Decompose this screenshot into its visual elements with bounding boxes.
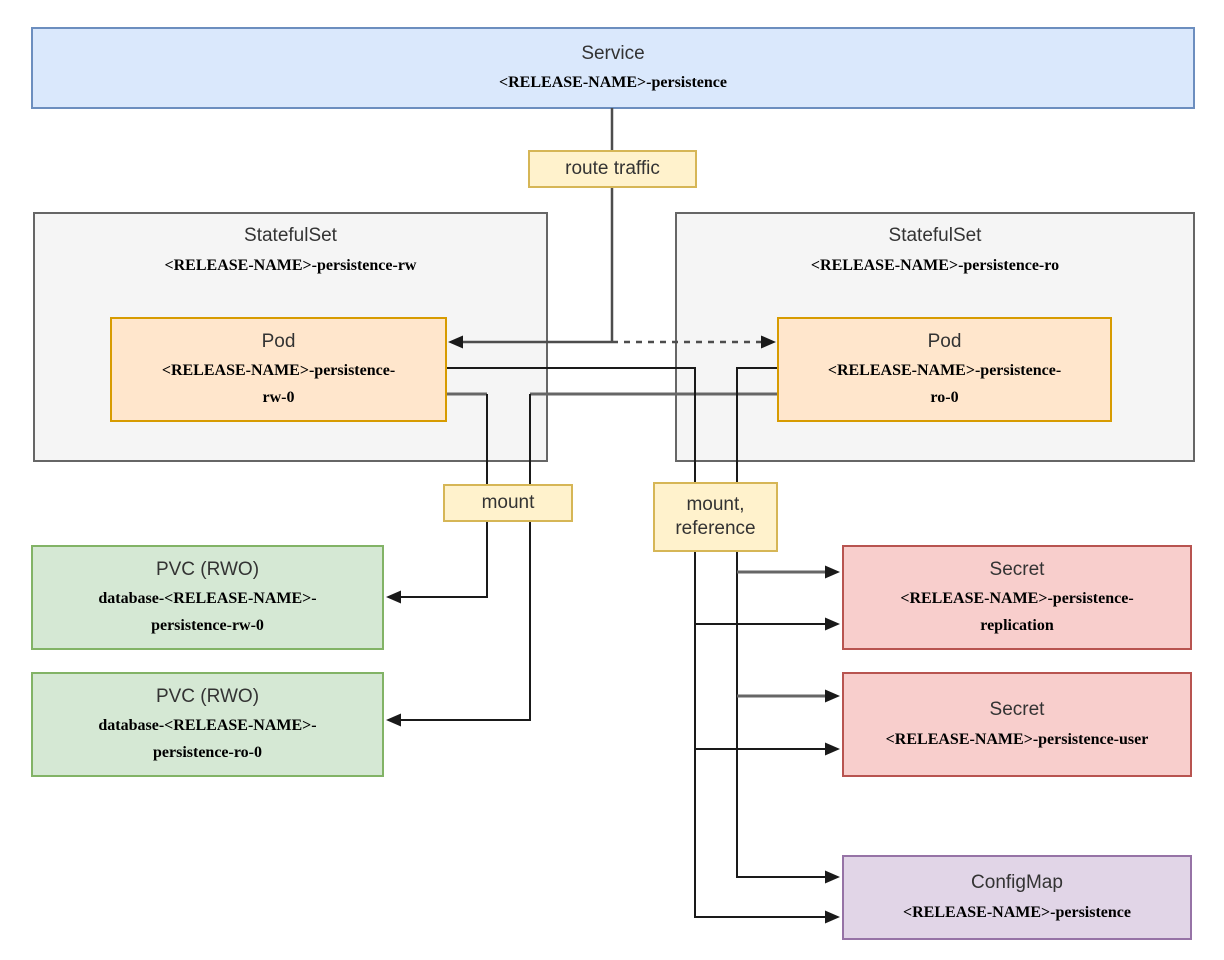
- arrowhead-to-secret-user-a: [825, 689, 840, 703]
- statefulset-rw-title: StatefulSet: [244, 225, 337, 246]
- arrowhead-to-secret-replication-b: [825, 617, 840, 631]
- statefulset-ro-title: StatefulSet: [888, 225, 982, 246]
- pod-rw-title: Pod: [261, 330, 296, 352]
- secret-user-title: Secret: [989, 699, 1045, 721]
- edge-label-mount-reference: mount, reference: [653, 482, 778, 552]
- pod-ro-name: <RELEASE-NAME>-persistence- ro-0: [827, 362, 1062, 407]
- edge-label-route-traffic: route traffic: [528, 150, 697, 188]
- arrowhead-to-secret-user-b: [825, 742, 840, 756]
- pod-ro-node: Pod <RELEASE-NAME>-persistence- ro-0: [777, 317, 1112, 422]
- pvc-ro-node: PVC (RWO) database-<RELEASE-NAME>- persi…: [31, 672, 384, 777]
- service-title: Service: [581, 42, 645, 64]
- service-node: Service <RELEASE-NAME>-persistence: [31, 27, 1195, 109]
- pvc-rw-title: PVC (RWO): [155, 558, 260, 580]
- pvc-rw-name: database-<RELEASE-NAME>- persistence-rw-…: [98, 590, 317, 635]
- configmap-name: <RELEASE-NAME>-persistence: [903, 903, 1131, 921]
- secret-replication-node: Secret <RELEASE-NAME>-persistence- repli…: [842, 545, 1192, 650]
- pvc-rw-node: PVC (RWO) database-<RELEASE-NAME>- persi…: [31, 545, 384, 650]
- secret-replication-name: <RELEASE-NAME>-persistence- replication: [900, 590, 1134, 635]
- statefulset-ro-name: <RELEASE-NAME>-persistence-ro: [810, 256, 1060, 274]
- secret-user-name: <RELEASE-NAME>-persistence-user: [885, 730, 1149, 748]
- secret-user-node: Secret <RELEASE-NAME>-persistence-user: [842, 672, 1192, 777]
- pod-ro-title: Pod: [927, 330, 962, 352]
- arrowhead-to-configmap-a: [825, 870, 840, 884]
- arrowhead-to-configmap-b: [825, 910, 840, 924]
- arrowhead-to-pvc-rw: [386, 590, 401, 604]
- arrowhead-to-secret-replication-a: [825, 565, 840, 579]
- pvc-ro-name: database-<RELEASE-NAME>- persistence-ro-…: [98, 717, 317, 762]
- edge-label-mount: mount: [443, 484, 573, 522]
- configmap-title: ConfigMap: [971, 872, 1063, 894]
- service-name: <RELEASE-NAME>-persistence: [499, 74, 727, 92]
- configmap-node: ConfigMap <RELEASE-NAME>-persistence: [842, 855, 1192, 940]
- secret-replication-title: Secret: [989, 558, 1045, 580]
- pod-rw-name: <RELEASE-NAME>-persistence- rw-0: [161, 362, 396, 407]
- statefulset-rw-name: <RELEASE-NAME>-persistence-rw: [164, 256, 417, 274]
- pod-rw-node: Pod <RELEASE-NAME>-persistence- rw-0: [110, 317, 447, 422]
- arrowhead-to-pvc-ro: [386, 713, 401, 727]
- pvc-ro-title: PVC (RWO): [155, 685, 260, 707]
